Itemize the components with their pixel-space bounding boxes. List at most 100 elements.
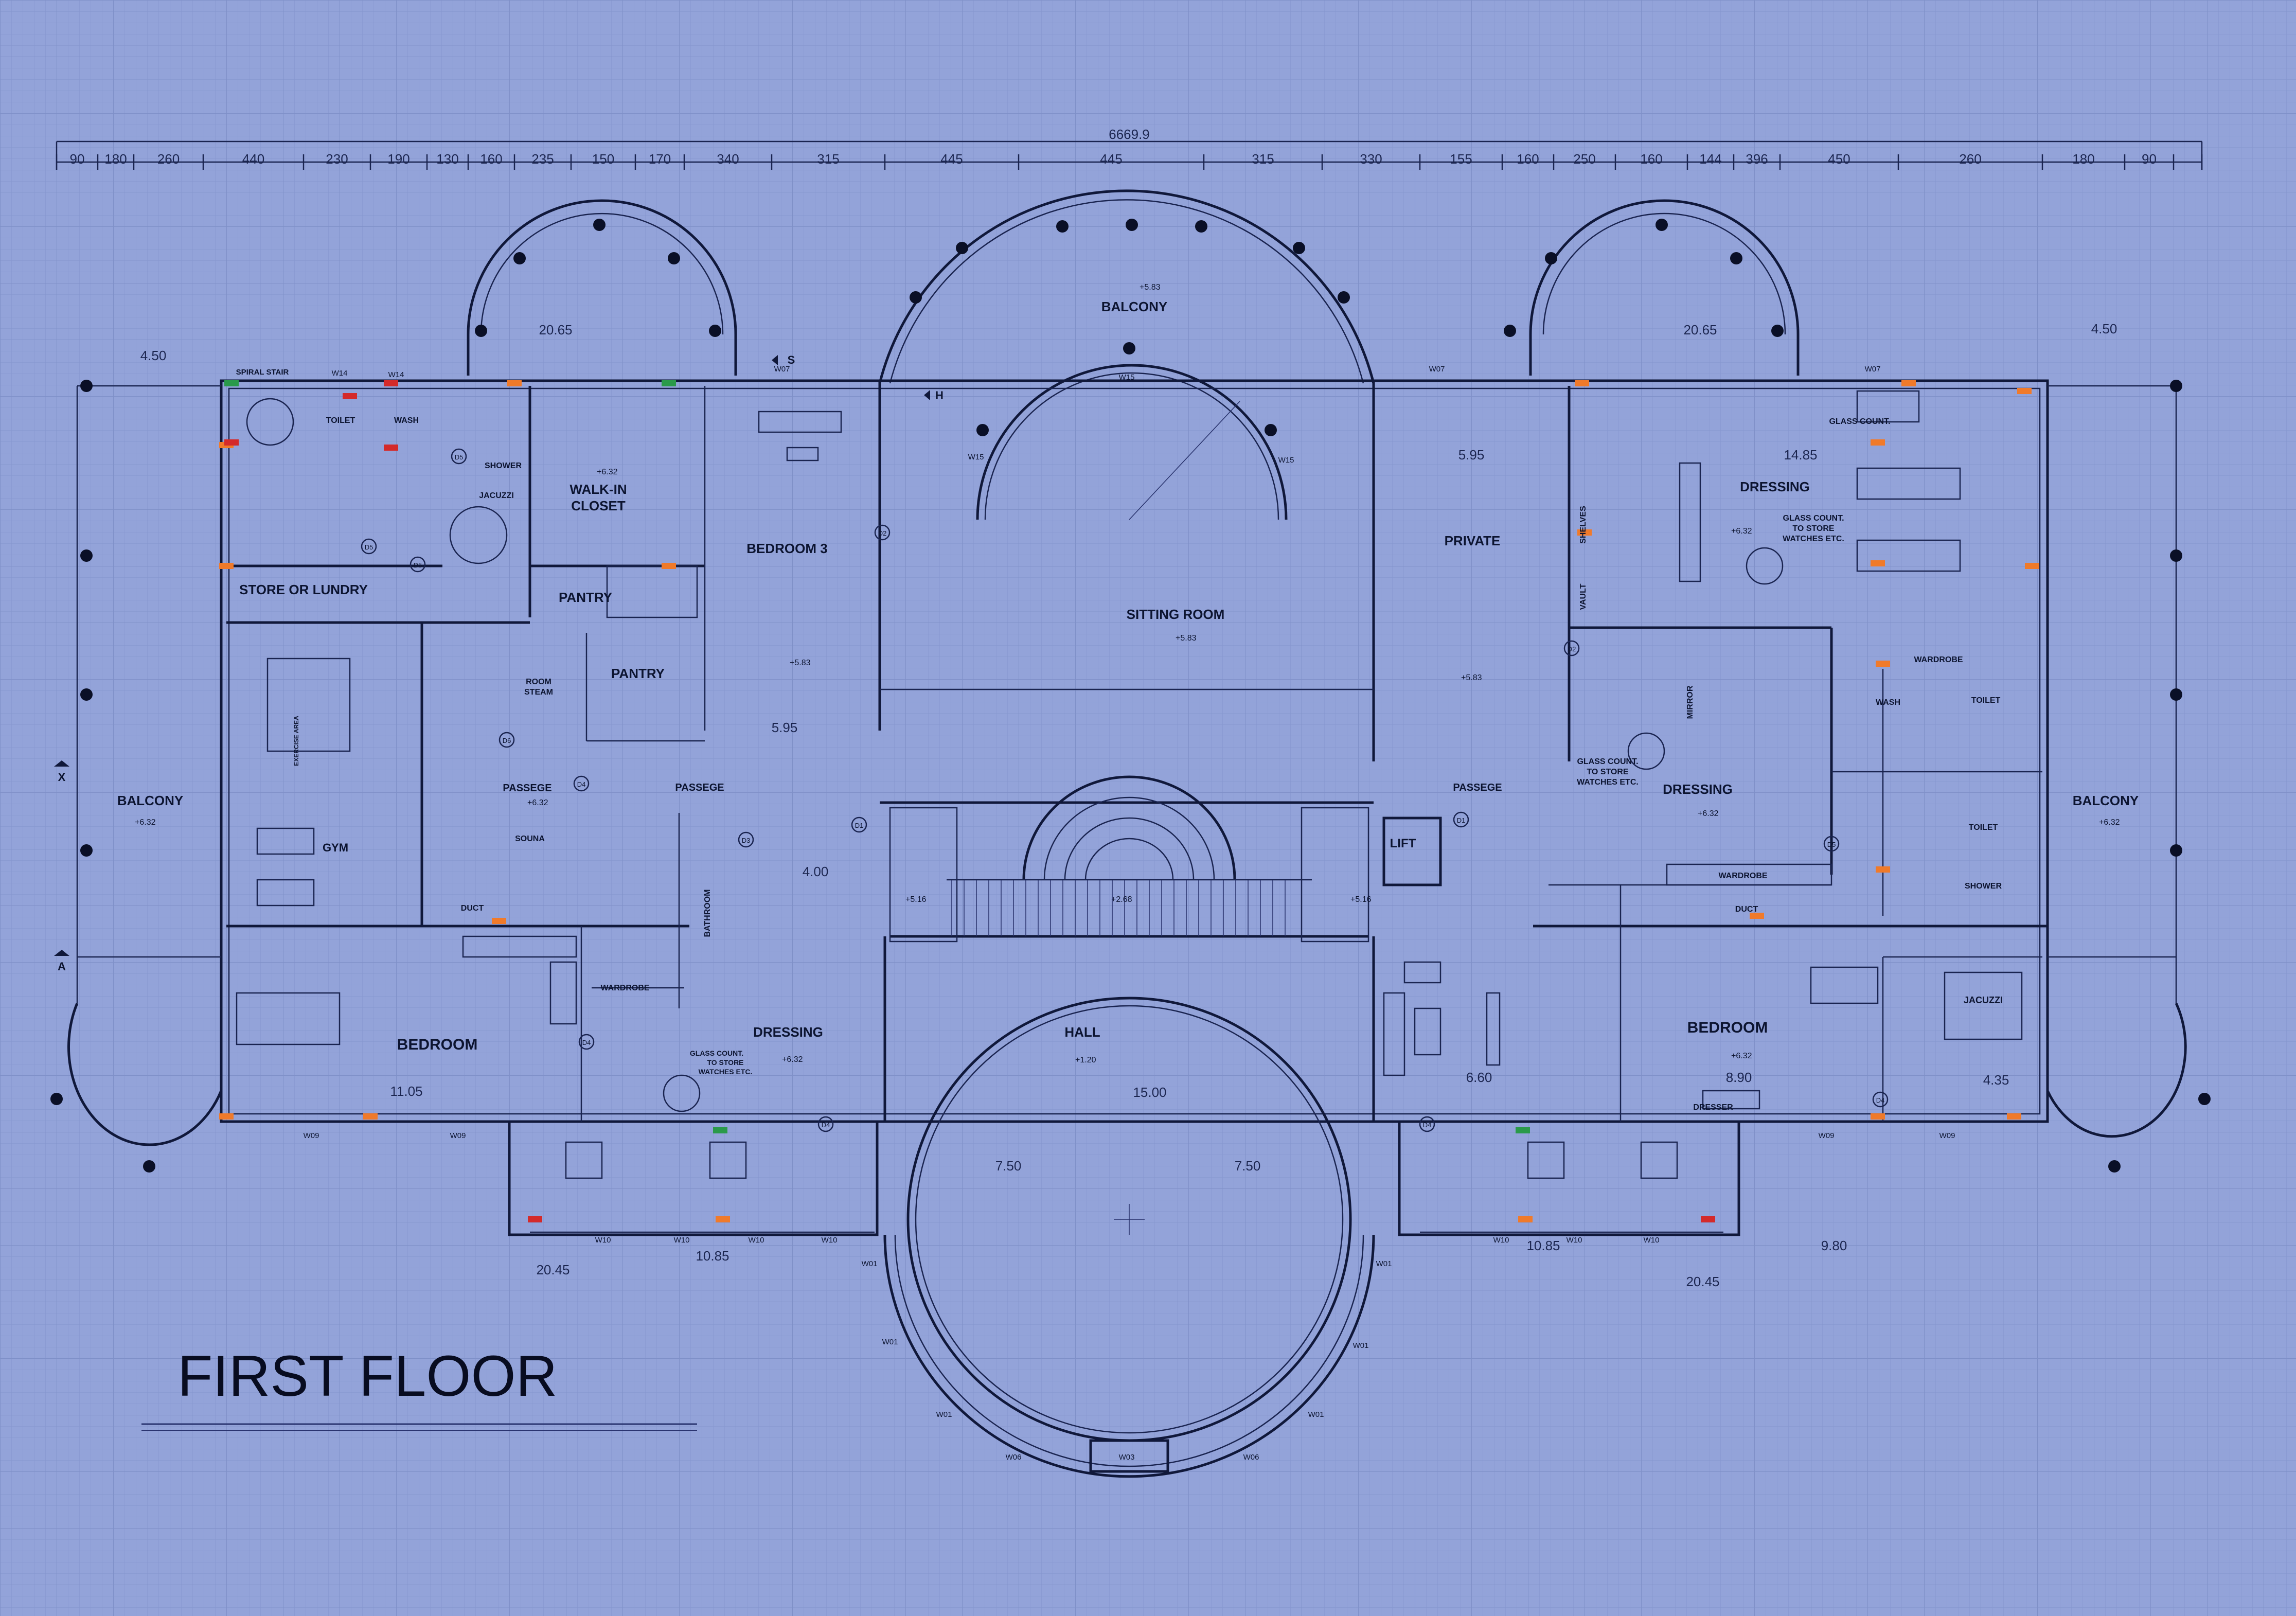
orange-marker xyxy=(363,1113,378,1120)
level-stair-l: +5.16 xyxy=(905,895,927,904)
dim-11-05: 11.05 xyxy=(390,1084,422,1099)
section-x: X xyxy=(58,771,66,784)
label-wardrobe-l: WARDROBE xyxy=(600,984,649,992)
label-glass-count-r-c: WATCHES ETC. xyxy=(1577,778,1639,787)
top-dimension-label: 160 xyxy=(1517,151,1539,167)
dim-8-90: 8.90 xyxy=(1726,1070,1752,1085)
dim-20-45-left: 20.45 xyxy=(536,1262,569,1277)
window-w01-c: W01 xyxy=(882,1338,898,1346)
window-w01-d: W01 xyxy=(1353,1341,1369,1350)
page-title: FIRST FLOOR xyxy=(177,1344,557,1408)
top-dimension-label: 180 xyxy=(104,151,127,167)
label-dressing-r: DRESSING xyxy=(1663,782,1733,797)
label-private: PRIVATE xyxy=(1445,533,1501,548)
column xyxy=(1126,219,1138,231)
green-marker xyxy=(713,1127,727,1133)
level-balcony-left: +6.32 xyxy=(135,818,156,827)
window-w09-c: W09 xyxy=(1819,1131,1835,1140)
label-gym: GYM xyxy=(323,841,348,854)
top-dimension-label: 315 xyxy=(817,151,839,167)
dim-4-35: 4.35 xyxy=(1983,1072,2009,1088)
top-dimension-label: 180 xyxy=(2072,151,2094,167)
top-dimension-label: 260 xyxy=(1959,151,1981,167)
column xyxy=(143,1160,155,1173)
column xyxy=(1545,252,1557,264)
orange-marker xyxy=(1750,913,1764,919)
red-marker xyxy=(384,380,398,386)
orange-marker xyxy=(492,918,506,924)
level-stair-r: +5.16 xyxy=(1350,895,1372,904)
column xyxy=(1338,291,1350,304)
window-w10-d: W10 xyxy=(822,1236,838,1245)
top-dimension-label: 90 xyxy=(2142,151,2157,167)
window-w03: W03 xyxy=(1119,1453,1135,1462)
dim-10-85-left: 10.85 xyxy=(696,1248,729,1264)
window-w14-a: W14 xyxy=(332,369,348,378)
level-dressing-tr: +6.32 xyxy=(1731,527,1752,536)
dim-14-85: 14.85 xyxy=(1784,447,1817,463)
column xyxy=(50,1093,63,1105)
column xyxy=(513,252,526,264)
dim-20-65-left: 20.65 xyxy=(539,322,572,338)
label-glass-count-tr2-b: TO STORE xyxy=(1792,524,1835,533)
top-right-rotunda xyxy=(1529,199,1800,376)
top-dimension-label: 144 xyxy=(1699,151,1721,167)
level-passege-l: +6.32 xyxy=(527,798,548,807)
door-d5-a: D5 xyxy=(455,453,464,461)
dim-20-65-right: 20.65 xyxy=(1683,322,1717,338)
orange-marker xyxy=(662,563,676,569)
red-marker xyxy=(343,393,357,399)
column xyxy=(956,242,968,254)
section-s: S xyxy=(788,353,795,366)
section-h: H xyxy=(935,389,944,402)
column xyxy=(709,325,721,337)
column xyxy=(976,424,989,436)
label-passege-l: PASSEGE xyxy=(503,783,551,794)
label-pantry-1: PANTRY xyxy=(559,590,612,605)
dim-15-00: 15.00 xyxy=(1133,1085,1166,1100)
door-d3: D3 xyxy=(742,837,751,844)
label-lift: LIFT xyxy=(1390,837,1416,850)
window-w06-b: W06 xyxy=(1243,1453,1259,1462)
orange-marker xyxy=(1901,380,1916,386)
window-w10-b: W10 xyxy=(674,1236,690,1245)
label-glass-count-tr2-c: WATCHES ETC. xyxy=(1783,535,1844,543)
top-left-rotunda xyxy=(467,199,737,376)
label-shelves: SHELVES xyxy=(1579,506,1588,544)
orange-marker xyxy=(716,1216,730,1222)
column xyxy=(1504,325,1516,337)
door-d4-c: D4 xyxy=(822,1121,830,1129)
column xyxy=(2170,688,2182,701)
label-exercise-area: EXERCISE AREA xyxy=(293,716,300,766)
label-glass-count-tr2-a: GLASS COUNT. xyxy=(1783,514,1844,523)
label-shower-l: SHOWER xyxy=(485,461,522,470)
room-labels: BALCONY BALCONY BALCONY SPIRAL STAIR TOI… xyxy=(117,299,2139,1112)
label-room-steam-1: ROOM xyxy=(526,678,551,686)
label-glass-count-l-a: GLASS COUNT. xyxy=(690,1049,743,1057)
door-tags: D5 D5 D5 D2 D2 D4 D4 D4 D4 D4 D5 D3 D1 D… xyxy=(361,448,1889,1132)
outer-walls xyxy=(67,379,2187,1146)
level-sitting: +5.83 xyxy=(1176,634,1197,643)
label-dresser: DRESSER xyxy=(1693,1103,1733,1112)
label-souna: SOUNA xyxy=(515,834,545,843)
top-dimension-label: 160 xyxy=(1640,151,1662,167)
level-balcony-top: +5.83 xyxy=(1140,283,1161,292)
column xyxy=(1265,424,1277,436)
label-toilet-r: TOILET xyxy=(1971,696,2001,705)
window-w09-a: W09 xyxy=(304,1131,319,1140)
label-dressing-l: DRESSING xyxy=(753,1024,823,1040)
column xyxy=(80,380,93,392)
column xyxy=(2170,549,2182,562)
jacuzzi-right xyxy=(1944,971,2023,1040)
label-glass-count-r-b: TO STORE xyxy=(1587,768,1629,776)
dim-5-95: 5.95 xyxy=(1458,447,1485,463)
door-d5-b: D5 xyxy=(365,543,373,551)
door-d1-b: D1 xyxy=(1457,816,1466,824)
top-dimension-label: 90 xyxy=(70,151,85,167)
label-bedroom-l: BEDROOM xyxy=(397,1036,478,1053)
dim-7-50-left: 7.50 xyxy=(995,1158,1022,1174)
label-glass-count-tr: GLASS COUNT. xyxy=(1829,417,1890,426)
red-marker xyxy=(384,445,398,451)
